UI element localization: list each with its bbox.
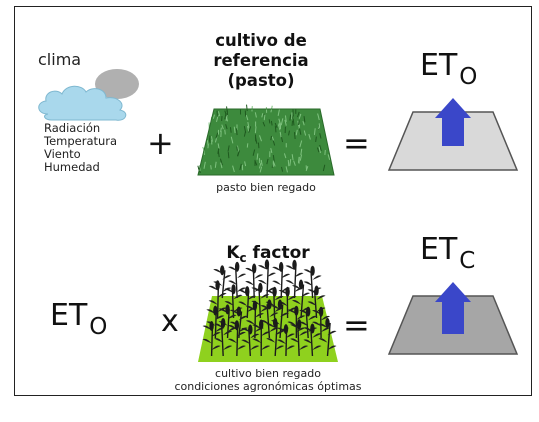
reference-field-icon [387,98,519,171]
up-arrow-icon [435,98,471,146]
crop-caption: cultivo bien regado condiciones agronómi… [158,367,378,393]
equals-operator-top: = [343,124,370,162]
eto-input-subscript: O [89,314,108,340]
up-arrow-icon [435,282,471,334]
crop-result-field-icon [387,282,519,355]
reference-crop-caption: pasto bien regado [216,181,316,194]
climate-factors: Radiación Temperatura Viento Humedad [44,122,117,174]
cloud-sun-icon [38,69,139,121]
reference-crop-title: cultivo de referencia (pasto) [196,31,326,91]
crop-caption-line-2: condiciones agronómicas óptimas [174,380,362,393]
eto-input-label: ETO [50,298,107,340]
crop-caption-line-1: cultivo bien regado [215,367,321,380]
grass-field-icon [197,104,335,176]
plus-operator: + [147,124,174,162]
factor-radiation: Radiación [44,121,101,135]
eto-input-base: ET [50,298,88,333]
etc-result-label: ETC [420,232,475,274]
times-operator: x [161,304,179,339]
factor-temperature: Temperatura [44,134,118,148]
kc-factor-title: Kc factor [203,243,333,265]
equals-operator-bottom: = [343,306,370,344]
kc-base: K [226,243,240,263]
reference-title-line-2: referencia [213,51,309,70]
factor-humidity: Humedad [44,160,100,174]
reference-title-line-3: (pasto) [227,71,295,90]
eto-base: ET [420,48,458,83]
kc-subscript: c [239,251,247,265]
eto-subscript: O [459,64,478,90]
factor-wind: Viento [44,147,81,161]
etc-base: ET [420,232,458,267]
climate-label: clima [38,50,82,69]
reference-title-line-1: cultivo de [215,31,307,50]
crop-field-icon [198,259,338,362]
eto-result-label: ETO [420,48,477,90]
kc-suffix: factor [246,243,310,263]
etc-subscript: C [459,248,476,274]
